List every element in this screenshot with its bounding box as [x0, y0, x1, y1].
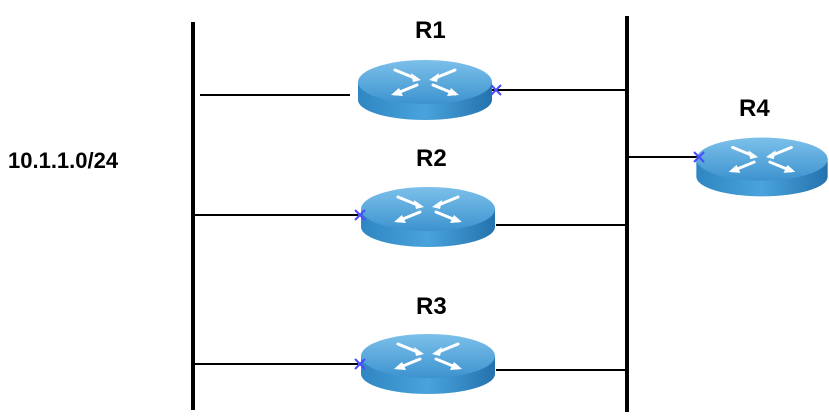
router-r2-label: R2: [416, 145, 447, 172]
router-r2: R2: [354, 145, 497, 249]
router-icon: [694, 136, 829, 198]
subnet-label: 10.1.1.0/24: [8, 148, 119, 173]
router-r4: R4: [693, 95, 829, 198]
router-r1-label: R1: [415, 17, 446, 44]
router-r4-label: R4: [739, 95, 770, 122]
router-r3: R3: [354, 293, 497, 396]
router-r1: R1: [356, 17, 502, 122]
router-icon: [359, 332, 497, 396]
router-icon: [359, 185, 497, 249]
router-icon: [356, 58, 494, 122]
router-r3-label: R3: [416, 293, 447, 320]
